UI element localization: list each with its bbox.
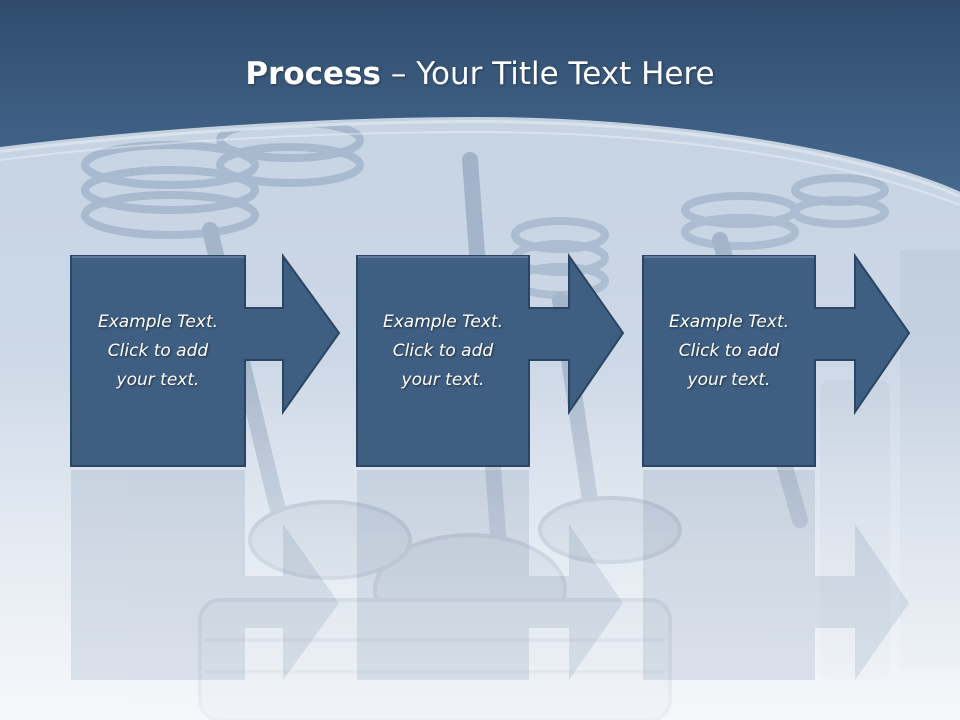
step-text-line: Click to add <box>107 341 209 361</box>
step-text-line: Example Text. <box>382 312 504 332</box>
step-text-line: Click to add <box>392 341 494 361</box>
arrow-box-shape <box>642 252 911 680</box>
step-text-line: your text. <box>687 370 771 390</box>
step-text-line: Click to add <box>678 341 780 361</box>
arrow-box-shape <box>70 252 341 680</box>
title-dash: – <box>381 56 417 92</box>
slide-title[interactable]: Process – Your Title Text Here <box>0 52 960 96</box>
step-text-line: Example Text. <box>97 312 219 332</box>
step-text-line: your text. <box>401 370 485 390</box>
step-1-text[interactable]: Example Text. Click to add your text. <box>71 308 245 395</box>
step-2-text[interactable]: Example Text. Click to add your text. <box>357 308 529 395</box>
step-text-line: Example Text. <box>668 312 790 332</box>
process-step-1[interactable]: Example Text. Click to add your text. <box>70 252 341 680</box>
title-bold-text: Process <box>245 56 381 92</box>
process-step-3[interactable]: Example Text. Click to add your text. <box>642 252 913 680</box>
process-step-2[interactable]: Example Text. Click to add your text. <box>356 252 627 680</box>
title-rest-text: Your Title Text Here <box>416 56 715 92</box>
step-text-line: your text. <box>116 370 200 390</box>
arrow-box-shape <box>356 252 625 680</box>
step-3-text[interactable]: Example Text. Click to add your text. <box>643 308 815 395</box>
